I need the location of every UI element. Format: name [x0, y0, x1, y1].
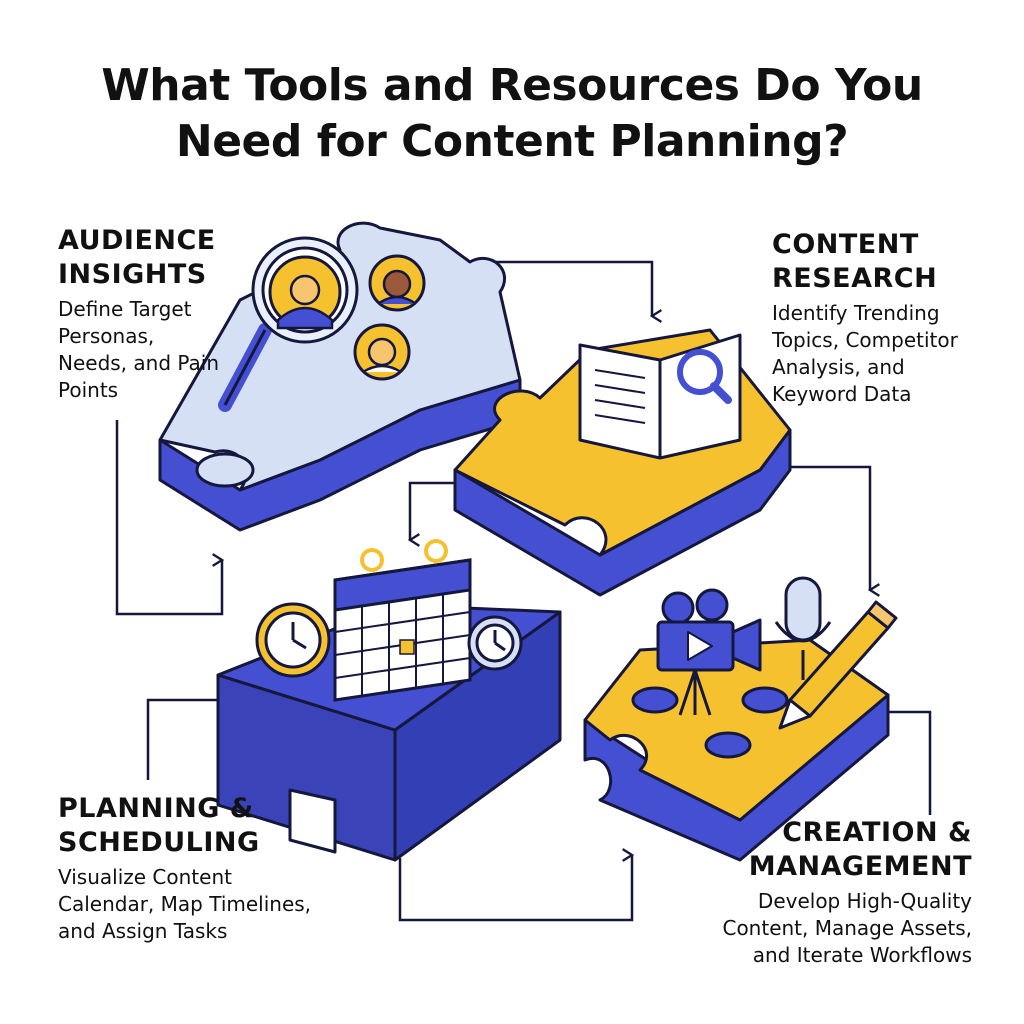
audience-insights-description: Define Target Personas, Needs, and Pain …: [58, 296, 219, 404]
description-line: Identify Trending: [772, 301, 940, 325]
description-line: Keyword Data: [772, 382, 912, 406]
heading-line: AUDIENCE: [58, 225, 216, 256]
content-research-heading: CONTENT RESEARCH: [772, 228, 958, 296]
description-line: Calendar, Map Timelines,: [58, 892, 312, 916]
heading-line: CONTENT: [772, 229, 919, 260]
creation-management-heading: CREATION & MANAGEMENT: [722, 816, 972, 884]
heading-line: PLANNING &: [58, 793, 254, 824]
planning-scheduling-block: PLANNING & SCHEDULING Visualize Content …: [58, 792, 311, 945]
creation-management-description: Develop High-Quality Content, Manage Ass…: [722, 888, 972, 969]
flow-arrows: [115, 260, 932, 922]
calendar-icon: [333, 539, 472, 702]
creation-management-block: CREATION & MANAGEMENT Develop High-Quali…: [722, 816, 972, 969]
description-line: Define Target: [58, 297, 192, 321]
heading-line: MANAGEMENT: [748, 851, 972, 882]
description-line: and Assign Tasks: [58, 919, 228, 943]
arrow-research-to-creation: [760, 465, 880, 597]
title-line-2: Need for Content Planning?: [175, 116, 849, 167]
planning-scheduling-description: Visualize Content Calendar, Map Timeline…: [58, 864, 311, 945]
description-line: and Iterate Workflows: [752, 943, 972, 967]
persona-icon: [353, 254, 426, 381]
book-icon: [578, 333, 742, 460]
arrow-planning-side: [146, 698, 220, 780]
description-line: Personas,: [58, 324, 155, 348]
planning-scheduling-heading: PLANNING & SCHEDULING: [58, 792, 311, 860]
audience-insights-block: AUDIENCE INSIGHTS Define Target Personas…: [58, 224, 219, 404]
heading-line: RESEARCH: [772, 263, 938, 294]
arrow-planning-to-creation: [398, 848, 635, 922]
audience-insights-heading: AUDIENCE INSIGHTS: [58, 224, 219, 292]
arrow-audience-loop: [115, 420, 225, 616]
page-title: What Tools and Resources Do You Need for…: [0, 58, 1024, 170]
title-line-1: What Tools and Resources Do You: [101, 60, 923, 111]
heading-line: CREATION &: [782, 817, 972, 848]
clock-icon: [255, 602, 523, 678]
arrow-research-to-planning: [407, 481, 455, 547]
arrow-audience-to-research: [492, 260, 662, 323]
microphone-icon: [774, 576, 832, 680]
description-line: Topics, Competitor: [772, 328, 958, 352]
video-camera-icon: [656, 588, 762, 716]
arrow-creation-side: [880, 710, 932, 815]
description-line: Needs, and Pain: [58, 351, 220, 375]
description-line: Develop High-Quality: [757, 889, 972, 913]
description-line: Analysis, and: [772, 355, 905, 379]
content-research-block: CONTENT RESEARCH Identify Trending Topic…: [772, 228, 958, 408]
description-line: Points: [58, 378, 119, 402]
heading-line: INSIGHTS: [58, 259, 207, 290]
pencil-icon: [778, 600, 898, 730]
audience-puzzle-piece: [158, 221, 522, 532]
description-line: Content, Manage Assets,: [722, 916, 972, 940]
heading-line: SCHEDULING: [58, 827, 260, 858]
content-research-description: Identify Trending Topics, Competitor Ana…: [772, 300, 958, 408]
description-line: Visualize Content: [58, 865, 232, 889]
magnifier-icon: [218, 236, 359, 412]
